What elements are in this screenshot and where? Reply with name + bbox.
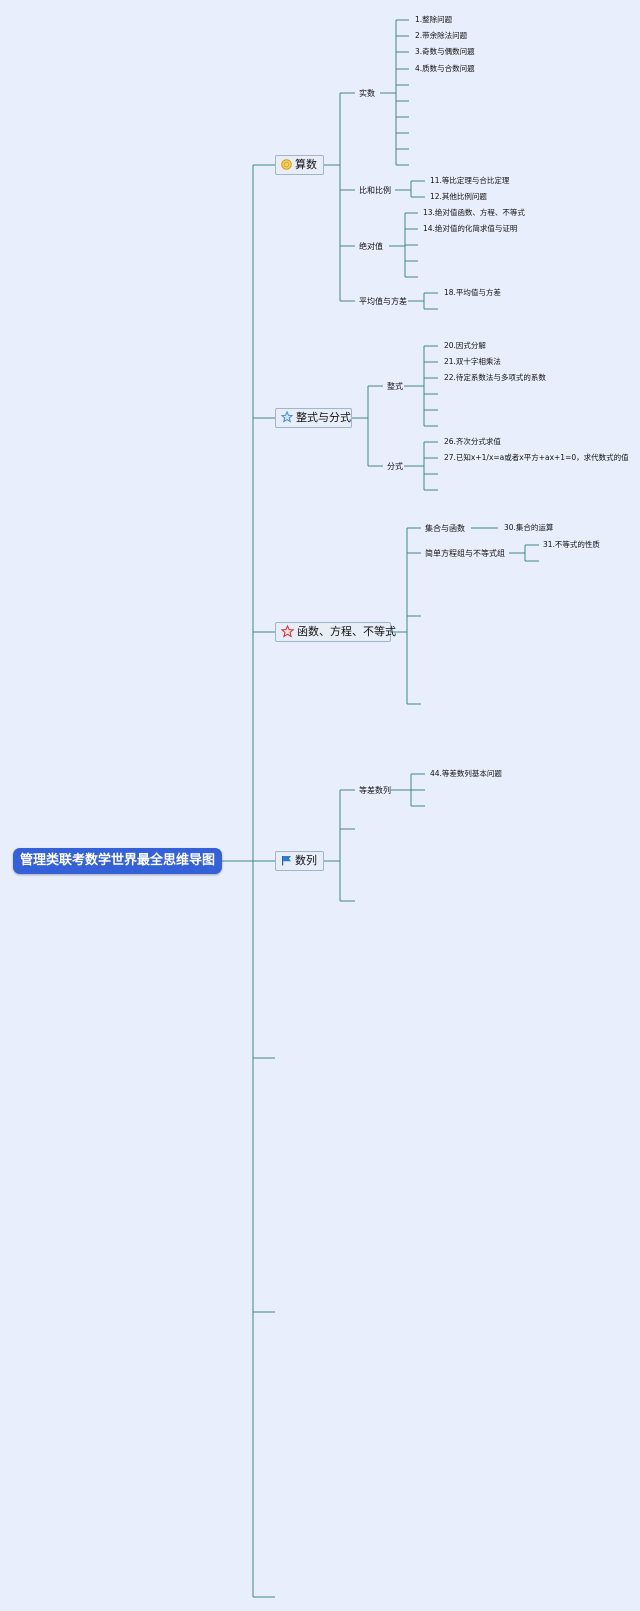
star-red-icon: [281, 624, 294, 638]
subtopic-ratio-proportion[interactable]: 比和比例: [359, 186, 391, 195]
topic-label: 整式与分式: [296, 411, 351, 424]
leaf-item[interactable]: 11.等比定理与合比定理: [430, 176, 510, 185]
coin-icon: [281, 158, 292, 170]
topic-function-equation-inequality[interactable]: 函数、方程、不等式: [275, 622, 396, 642]
subtopic-sets-functions[interactable]: 集合与函数: [425, 524, 465, 533]
subtopic-polynomial[interactable]: 整式: [387, 382, 403, 391]
leaf-item[interactable]: 12.其他比例问题: [430, 192, 487, 201]
leaf-item[interactable]: 22.待定系数法与多项式的系数: [444, 373, 546, 382]
topic-label: 数列: [295, 854, 317, 867]
subtopic-real-numbers[interactable]: 实数: [359, 89, 375, 98]
leaf-item[interactable]: 3.奇数与偶数问题: [415, 47, 475, 56]
leaf-item[interactable]: 13.绝对值函数、方程、不等式: [423, 208, 525, 217]
leaf-item[interactable]: 26.齐次分式求值: [444, 437, 501, 446]
leaf-item[interactable]: 18.平均值与方差: [444, 288, 501, 297]
subtopic-arithmetic-sequence[interactable]: 等差数列: [359, 786, 391, 795]
leaf-item[interactable]: 31.不等式的性质: [543, 540, 600, 549]
topic-polynomial-fraction[interactable]: 整式与分式: [275, 408, 352, 428]
leaf-item[interactable]: 20.因式分解: [444, 341, 486, 350]
topic-arithmetic[interactable]: 算数: [275, 155, 324, 175]
leaf-item[interactable]: 30.集合的运算: [504, 523, 554, 532]
subtopic-fraction[interactable]: 分式: [387, 462, 403, 471]
star-blue-icon: [281, 411, 293, 423]
root-node[interactable]: 管理类联考数学世界最全思维导图: [13, 848, 222, 874]
flag-icon: [281, 855, 292, 866]
subtopic-equations-inequalities[interactable]: 简单方程组与不等式组: [425, 549, 505, 558]
leaf-item[interactable]: 2.带余除法问题: [415, 31, 468, 40]
leaf-item[interactable]: 14.绝对值的化简求值与证明: [423, 224, 518, 233]
topic-label: 算数: [295, 158, 317, 171]
subtopic-absolute-value[interactable]: 绝对值: [359, 242, 383, 251]
subtopic-mean-variance[interactable]: 平均值与方差: [359, 297, 407, 306]
leaf-item[interactable]: 44.等差数列基本问题: [430, 769, 502, 778]
topic-sequence[interactable]: 数列: [275, 851, 324, 871]
leaf-item[interactable]: 1.整除问题: [415, 15, 453, 24]
leaf-item[interactable]: 27.已知x+1/x=a或者x平方+ax+1=0，求代数式的值: [444, 453, 629, 462]
leaf-item[interactable]: 4.质数与合数问题: [415, 64, 475, 73]
leaf-item[interactable]: 21.双十字相乘法: [444, 357, 501, 366]
topic-label: 函数、方程、不等式: [297, 625, 396, 638]
